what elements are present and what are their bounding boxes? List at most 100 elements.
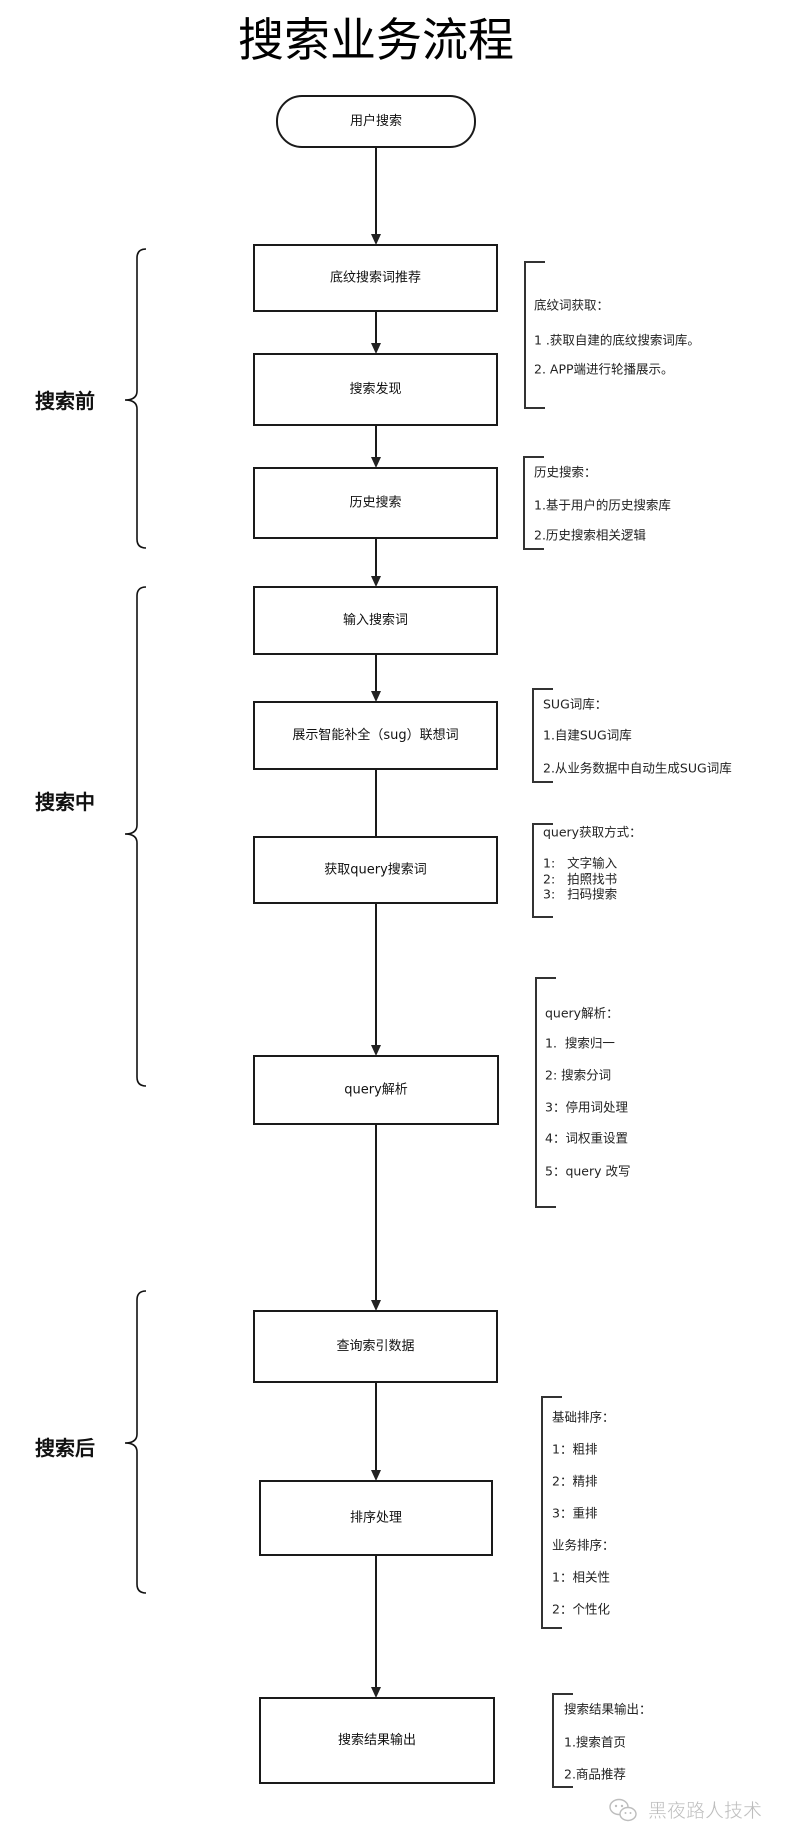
arrowhead-icon (371, 457, 381, 468)
node-label: 用户搜索 (350, 113, 402, 129)
arrowhead-icon (371, 343, 381, 354)
note-line: 2: 搜索分词 (545, 1068, 611, 1083)
arrowhead-icon (371, 1687, 381, 1698)
square-bracket-icon (523, 456, 544, 550)
process-box (253, 586, 498, 655)
note-heading: query解析： (545, 1006, 619, 1021)
arrowhead-icon (371, 1470, 381, 1481)
arrowhead-icon (371, 1045, 381, 1056)
edge-get-query-to-parse-query (371, 903, 381, 1056)
notes-layer: 底纹词获取：1 .获取自建的底纹搜索词库。2. APP端进行轮播展示。历史搜索：… (523, 261, 732, 1788)
note-line: 1 .获取自建的底纹搜索词库。 (534, 333, 700, 348)
square-bracket-icon (541, 1396, 562, 1629)
wechat-icon (609, 1798, 637, 1822)
node-history: 历史搜索 (253, 467, 498, 539)
note-heading: query获取方式： (543, 825, 642, 840)
edge-shading-word-to-discover (371, 311, 381, 354)
note-line: 2.从业务数据中自动生成SUG词库 (543, 761, 732, 776)
arrowhead-icon (371, 576, 381, 587)
note-line: 2：精排 (552, 1474, 598, 1489)
edge-discover-to-history (371, 425, 381, 468)
nodes-layer: 用户搜索底纹搜索词推荐搜索发现历史搜索输入搜索词展示智能补全（sug）联想词获取… (253, 95, 499, 1784)
note-heading: 历史搜索： (534, 465, 597, 480)
node-shading-word: 底纹搜索词推荐 (253, 244, 498, 312)
node-index: 查询索引数据 (253, 1310, 498, 1383)
diagram-title: 搜索业务流程 (238, 13, 514, 67)
arrowhead-icon (371, 691, 381, 702)
phase-label: 搜索中 (35, 790, 95, 814)
square-bracket-icon (535, 977, 556, 1208)
note-sug: SUG词库： 1.自建SUG词库 2.从业务数据中自动生成SUG词库 (532, 688, 732, 783)
note-heading: SUG词库： (543, 697, 607, 712)
curly-brace-icon (124, 586, 147, 1087)
process-box (253, 1310, 498, 1383)
curly-brace-icon (124, 1290, 147, 1594)
note-line: 1.搜索首页 (564, 1735, 626, 1750)
node-discover: 搜索发现 (253, 353, 498, 426)
curly-brace-icon (124, 248, 147, 549)
phase-3: 搜索后 (35, 1290, 147, 1594)
process-box (259, 1480, 493, 1556)
node-label: 搜索结果输出 (338, 1732, 416, 1748)
note-line: 1. 搜索归一 (545, 1036, 615, 1051)
node-label: 历史搜索 (349, 496, 401, 511)
edge-parse-query-to-index (371, 1124, 381, 1311)
square-bracket-icon (524, 261, 545, 409)
edge-index-to-rank (371, 1382, 381, 1481)
process-box (259, 1697, 495, 1784)
note-line: 2: 拍照找书 (543, 872, 617, 887)
note-line: 1.自建SUG词库 (543, 728, 632, 743)
square-bracket-icon (532, 823, 553, 918)
note-line: 4：词权重设置 (545, 1131, 628, 1146)
node-start: 用户搜索 (276, 95, 476, 148)
process-box (253, 701, 498, 770)
edge-rank-to-output (371, 1555, 381, 1698)
square-bracket-icon (552, 1693, 573, 1788)
node-label: 获取query搜索词 (324, 863, 427, 878)
node-parse-query: query解析 (253, 1055, 499, 1125)
phase-label: 搜索前 (35, 389, 95, 413)
node-label: 排序处理 (350, 1511, 402, 1526)
node-label: 底纹搜索词推荐 (330, 270, 421, 286)
node-output: 搜索结果输出 (259, 1697, 495, 1784)
terminal-shape (276, 95, 476, 148)
note-line: 2.商品推荐 (564, 1767, 626, 1782)
note-line: 1：粗排 (552, 1442, 598, 1457)
node-label: 输入搜索词 (343, 612, 408, 628)
note-heading: 基础排序： (552, 1410, 615, 1425)
node-label: query解析 (344, 1083, 408, 1098)
node-label: 展示智能补全（sug）联想词 (292, 727, 458, 743)
note-heading: 底纹词获取： (534, 298, 609, 313)
process-box (253, 467, 498, 539)
node-get-query: 获取query搜索词 (253, 836, 498, 904)
process-box (253, 836, 498, 904)
note-line: 1：相关性 (552, 1570, 610, 1585)
edge-input-to-sug (371, 654, 381, 702)
node-sug: 展示智能补全（sug）联想词 (253, 701, 498, 770)
node-input: 输入搜索词 (253, 586, 498, 655)
note-line: 1: 文字输入 (543, 856, 618, 871)
watermark-text: 黑夜路人技术 (648, 1800, 762, 1822)
phase-1: 搜索前 (35, 248, 147, 549)
note-line: 3：重排 (552, 1506, 598, 1521)
process-box (253, 1055, 499, 1125)
node-rank: 排序处理 (259, 1480, 493, 1556)
node-label: 查询索引数据 (336, 1339, 414, 1354)
watermark: 黑夜路人技术 (609, 1798, 762, 1822)
note-shading: 底纹词获取：1 .获取自建的底纹搜索词库。2. APP端进行轮播展示。 (524, 261, 700, 409)
arrowhead-icon (371, 1300, 381, 1311)
square-bracket-icon (532, 688, 553, 783)
note-line: 业务排序： (552, 1538, 615, 1553)
note-line: 2：个性化 (552, 1602, 610, 1617)
arrowhead-icon (371, 234, 381, 245)
note-line: 1.基于用户的历史搜索库 (534, 498, 671, 513)
note-line: 3: 扫码搜索 (543, 887, 617, 902)
edges-layer (371, 147, 381, 1698)
